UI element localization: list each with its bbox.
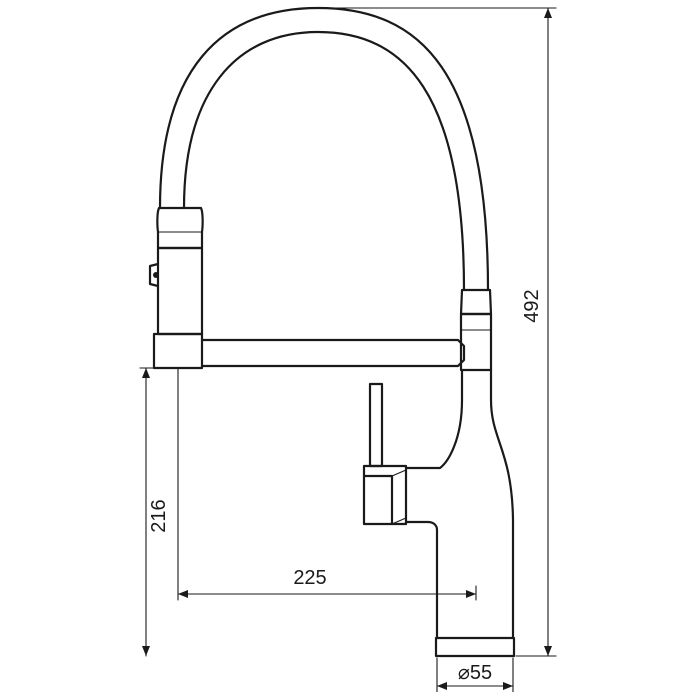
hose-arch [158,6,490,292]
faucet-body [404,368,516,658]
hose-holder [459,288,493,372]
dimension-reach: 225 [177,367,477,601]
reach-label: 225 [293,567,326,589]
spray-button-dot [153,272,159,278]
dimension-spout-height: 216 [139,367,177,657]
diameter-symbol: ⌀ [458,662,470,684]
lever-handle [362,382,408,526]
dimension-base-diameter: ⌀55 [436,657,514,692]
horizontal-arm [152,332,466,370]
dimension-overall-height: 492 [319,7,557,657]
spray-head [148,206,204,336]
spout-height-label: 216 [148,499,170,532]
base-diameter-value: 55 [470,662,492,684]
overall-height-label: 492 [521,289,543,322]
base-diameter-label: ⌀55 [458,662,492,684]
